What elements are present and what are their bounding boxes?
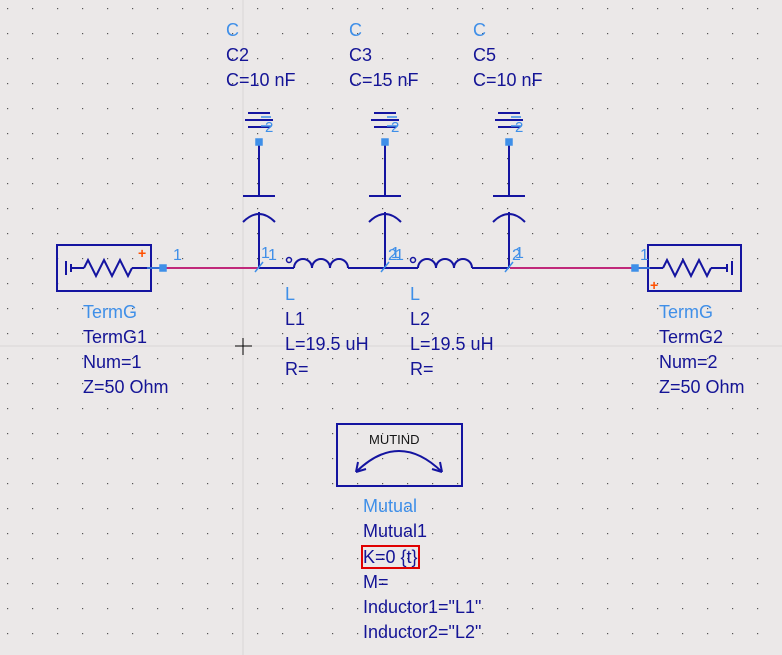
mutual-k-parameter-selected[interactable]: K=0 {t} [361, 545, 420, 569]
c5-type-label: C [473, 20, 486, 40]
l1-name-label[interactable]: L1 [285, 309, 306, 329]
c2-type-label: C [226, 20, 239, 40]
l2-r-label[interactable]: R= [410, 359, 434, 379]
c3-type-label: C [349, 20, 362, 40]
termg1-num-label[interactable]: Num=1 [83, 352, 142, 372]
mutual-inductor1-parameter[interactable]: Inductor1="L1" [363, 597, 482, 617]
l2-value-label[interactable]: L=19.5 uH [410, 334, 494, 354]
c2-name-label[interactable]: C2 [226, 45, 250, 65]
mutual-inductor2-parameter[interactable]: Inductor2="L2" [363, 622, 482, 642]
termg2-name-label[interactable]: TermG2 [659, 327, 724, 347]
c5-name-label[interactable]: C5 [473, 45, 497, 65]
termg1-pin [147, 264, 167, 272]
capacitor-c2[interactable] [242, 112, 276, 268]
termg2-type-label: TermG [659, 302, 713, 322]
c5-pin-bottom-number: 1 [515, 245, 524, 262]
crosshair-cursor [235, 338, 252, 355]
termg2-z-label[interactable]: Z=50 Ohm [659, 377, 745, 397]
mutual-symbol[interactable] [336, 423, 463, 487]
termg2-pin-number: 1 [640, 247, 649, 264]
termg1-type-label: TermG [83, 302, 137, 322]
termg1-name-label[interactable]: TermG1 [83, 327, 148, 347]
c2-pin-top-number: 2 [265, 119, 274, 136]
mutual-name-label[interactable]: Mutual1 [363, 521, 428, 541]
termg1-z-label[interactable]: Z=50 Ohm [83, 377, 169, 397]
c2-pin-bottom-number: 1 [261, 245, 270, 262]
l1-pin-left-number: 1 [268, 247, 277, 264]
capacitor-c3[interactable] [368, 112, 402, 268]
c5-value-label[interactable]: C=10 nF [473, 70, 543, 90]
l2-pin-left-number: 1 [395, 247, 404, 264]
termg2-pin [631, 264, 650, 272]
l2-type-label: L [410, 284, 421, 304]
l1-type-label: L [285, 284, 296, 304]
c2-value-label[interactable]: C=10 nF [226, 70, 296, 90]
termg2-num-label[interactable]: Num=2 [659, 352, 718, 372]
l1-pin-right-number: 2 [388, 247, 397, 264]
capacitor-c5[interactable] [492, 112, 526, 268]
termg1-pin-number: 1 [173, 247, 182, 264]
l2-pin-right-number: 2 [512, 247, 521, 264]
mutual-m-parameter[interactable]: M= [363, 572, 389, 592]
c3-pin-bottom-number: 1 [391, 245, 400, 262]
inductor-l1[interactable] [259, 256, 385, 269]
inductor-l2[interactable] [385, 256, 509, 269]
c5-pin-top-number: 2 [515, 119, 524, 136]
l1-r-label[interactable]: R= [285, 359, 309, 379]
c3-value-label[interactable]: C=15 nF [349, 70, 419, 90]
pin-markers [254, 116, 521, 273]
l2-name-label[interactable]: L2 [410, 309, 431, 329]
c3-name-label[interactable]: C3 [349, 45, 373, 65]
termg2-plus-icon: + [650, 277, 658, 293]
termg1-plus-icon: + [138, 245, 146, 261]
l1-value-label[interactable]: L=19.5 uH [285, 334, 369, 354]
mutual-type-label: Mutual [363, 496, 418, 516]
c3-pin-top-number: 2 [391, 119, 400, 136]
mutind-symbol-label: MUTIND [369, 432, 420, 447]
